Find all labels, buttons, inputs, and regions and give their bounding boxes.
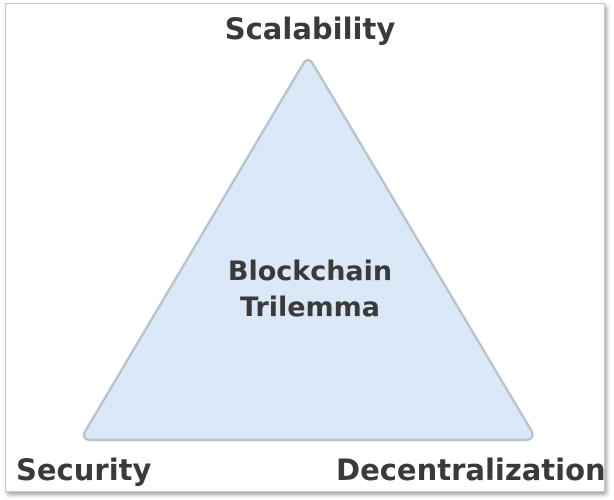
vertex-label-scalability: Scalability xyxy=(224,12,396,46)
trilemma-triangle xyxy=(82,58,534,442)
diagram-frame: Scalability Blockchain Trilemma Security… xyxy=(5,3,605,492)
diagram-title: Blockchain Trilemma xyxy=(6,254,604,326)
triangle-canvas xyxy=(82,58,534,442)
vertex-label-decentralization: Decentralization xyxy=(336,453,605,487)
vertex-label-security: Security xyxy=(16,453,152,487)
diagram-title-line-1: Blockchain xyxy=(227,256,393,287)
diagram-title-line-2: Trilemma xyxy=(239,292,381,323)
